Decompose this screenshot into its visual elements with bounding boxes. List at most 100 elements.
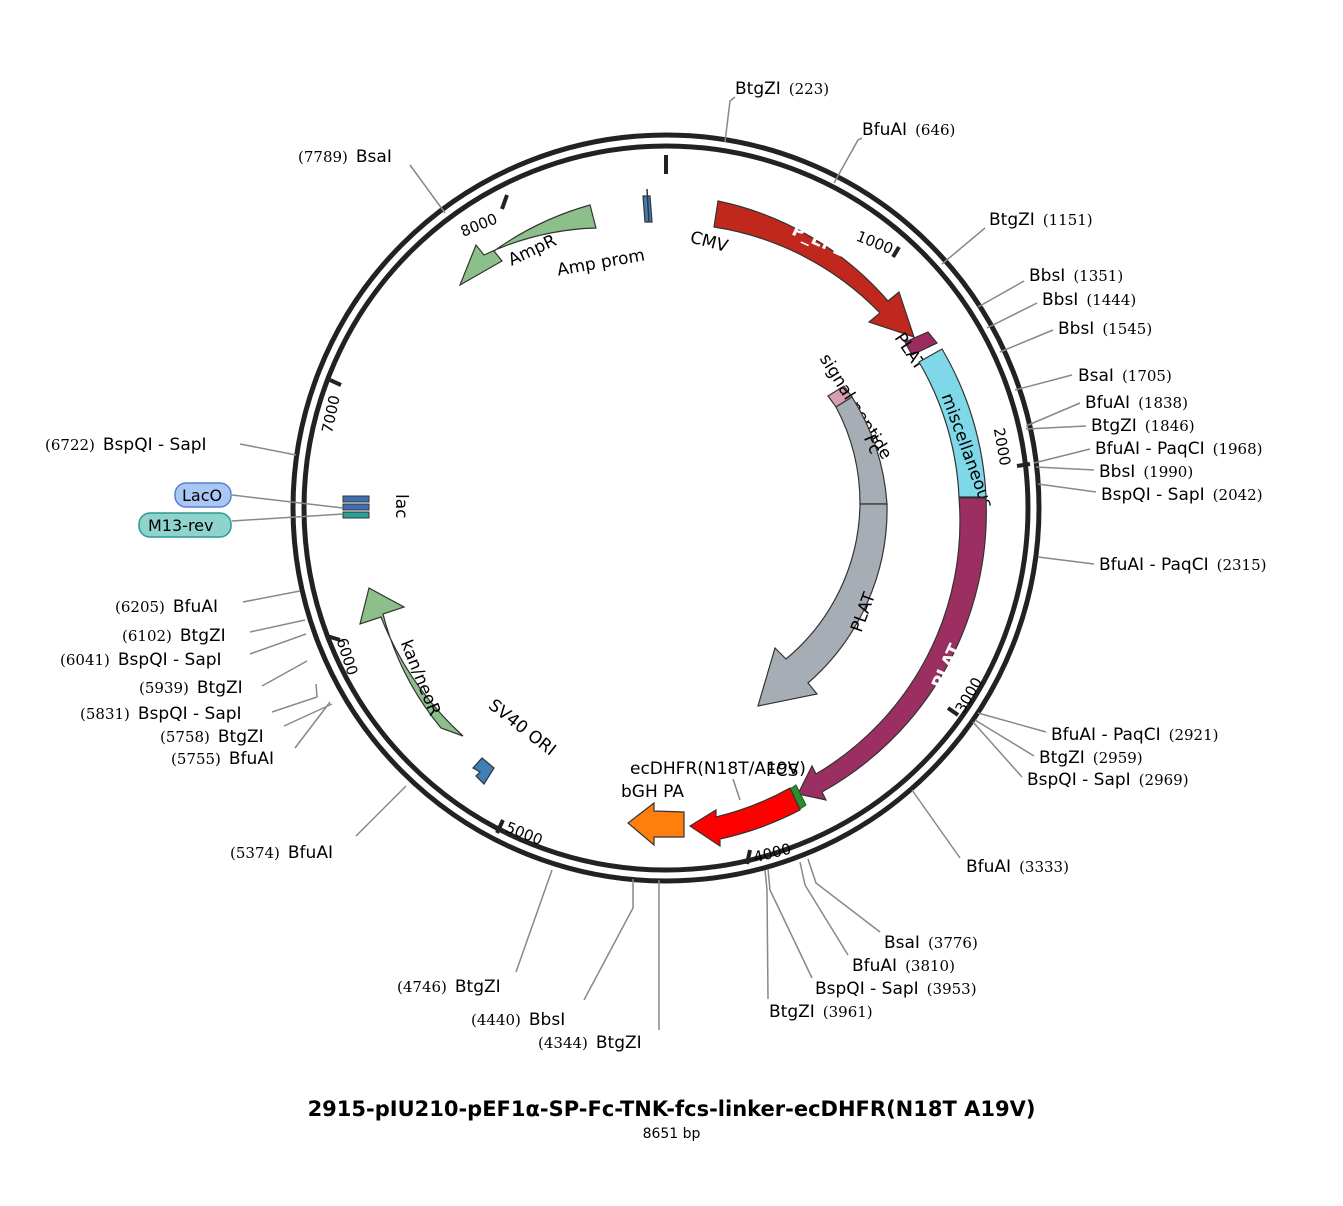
leader-bsai-3776	[807, 858, 881, 933]
leader-bspqi-sapi-6722	[239, 443, 297, 456]
site-btgzi-5939[interactable]: (5939)BtgZI	[139, 678, 243, 698]
tick-label-2000: 2000	[990, 426, 1014, 467]
feature-bgh-pa[interactable]	[627, 801, 685, 847]
feature-label-sv40: SV40 ORI	[484, 695, 559, 760]
site-bspqi-sapi-6722[interactable]: (6722)BspQI - SapI	[45, 435, 207, 455]
site-bspqi-sapi-2042[interactable]: BspQI - SapI(2042)	[1101, 485, 1263, 505]
feature-ampr[interactable]	[458, 204, 597, 287]
pill-laco[interactable]: LacO	[174, 482, 232, 508]
tick-7000	[329, 378, 342, 387]
site-bfuai-5374[interactable]: (5374)BfuAI	[230, 843, 333, 863]
feature-label-fcs: FCS	[766, 761, 798, 781]
site-btgzi-3961[interactable]: BtgZI(3961)	[769, 1002, 873, 1022]
backbone-outer-ring	[290, 132, 1042, 884]
site-bfuai-paqci-2921[interactable]: BfuAI - PaqCI(2921)	[1051, 725, 1218, 745]
site-btgzi-223[interactable]: BtgZI(223)	[735, 79, 829, 99]
feature-ecdhfr[interactable]	[688, 787, 801, 848]
site-bsai-3776[interactable]: BsaI(3776)	[884, 933, 978, 953]
site-bbsi-1351[interactable]: BbsI(1351)	[1029, 266, 1123, 286]
site-bfuai-paqci-1968[interactable]: BfuAI - PaqCI(1968)	[1095, 439, 1262, 459]
site-btgzi-1151[interactable]: BtgZI(1151)	[989, 210, 1093, 230]
site-bspqi-sapi-6041[interactable]: (6041)BspQI - SapI	[60, 650, 222, 670]
lac-bar-1	[342, 495, 370, 503]
leader-bbsi-4440	[583, 879, 634, 1001]
feature-sv40-ori[interactable]	[472, 757, 495, 785]
site-bfuai-5755[interactable]: (5755)BfuAI	[171, 749, 274, 769]
site-bfuai-3810[interactable]: BfuAI(3810)	[852, 956, 955, 976]
site-bsai-7789[interactable]: (7789)BsaI	[298, 147, 392, 167]
leader-bfuai-paqci-1968	[1033, 448, 1091, 464]
site-bfuai-3333[interactable]: BfuAI(3333)	[966, 857, 1069, 877]
leader-btgzi-6102	[249, 619, 306, 633]
leader-bspqi-sapi-3953	[767, 868, 813, 979]
leader-btgzi-4746	[515, 869, 553, 973]
feature-label-kanneo: kan/neoR	[396, 637, 445, 719]
feature-label-cmv: CMV	[688, 228, 730, 257]
backbone-inner-ring	[301, 143, 1031, 873]
m13rev-pill-label: M13-rev	[148, 516, 213, 535]
site-btgzi-4344[interactable]: (4344)BtgZI	[538, 1033, 642, 1053]
leader-bspqi-sapi-2969	[972, 721, 1023, 778]
leader-bfuai-5755	[294, 701, 331, 749]
site-bfuai-paqci-2315[interactable]: BfuAI - PaqCI(2315)	[1099, 555, 1266, 575]
plasmid-title: 2915-pIU210-pEF1α-SP-Fc-TNK-fcs-linker-e…	[307, 1097, 1036, 1121]
feature-label-bgh: bGH PA	[621, 782, 684, 802]
leader-bbsi-1351	[977, 280, 1025, 308]
site-bbsi-1444[interactable]: BbsI(1444)	[1042, 290, 1136, 310]
site-bfuai-646[interactable]: BfuAI(646)	[862, 120, 955, 140]
leader-bspqi-sapi-5831	[271, 683, 318, 713]
backbone	[290, 132, 1042, 884]
pill-m13-rev[interactable]: M13-rev	[138, 512, 232, 538]
tick-label-8000: 8000	[458, 210, 500, 241]
tick-6000	[326, 634, 341, 642]
site-bfuai-6205[interactable]: (6205)BfuAI	[115, 597, 218, 617]
leader-bbsi-1545	[999, 329, 1054, 353]
leader-bfuai-3810	[799, 861, 849, 956]
feature-lac[interactable]	[342, 495, 370, 519]
site-leaders	[239, 96, 1097, 1030]
site-bspqi-sapi-2969[interactable]: BspQI - SapI(2969)	[1027, 770, 1189, 790]
leader-btgzi-3961	[764, 869, 769, 1000]
tick-label-1000: 1000	[854, 227, 896, 258]
site-bbsi-1545[interactable]: BbsI(1545)	[1058, 319, 1152, 339]
leader-bfuai-paqci-2921	[977, 712, 1047, 733]
ecdhfr-leader	[732, 778, 741, 801]
leader-btgzi-5939	[261, 660, 308, 687]
plasmid-length: 8651 bp	[642, 1126, 701, 1142]
laco-pill-shape	[174, 482, 232, 508]
laco-leader	[231, 494, 344, 509]
site-bspqi-sapi-5831[interactable]: (5831)BspQI - SapI	[80, 704, 242, 724]
laco-pill-label: LacO	[182, 486, 222, 505]
site-btgzi-4746[interactable]: (4746)BtgZI	[397, 977, 501, 997]
leader-bfuai-6205	[242, 590, 301, 603]
feature-label-ecdhfr: ecDHFR(N18T/A19V)	[630, 759, 806, 779]
site-bfuai-1838[interactable]: BfuAI(1838)	[1085, 393, 1188, 413]
leader-bfuai-3333	[911, 789, 961, 859]
site-bsai-1705[interactable]: BsaI(1705)	[1078, 366, 1172, 386]
leader-btgzi-1846	[1025, 425, 1087, 430]
feature-plat-small[interactable]	[904, 331, 938, 356]
leader-btgzi-2959	[974, 719, 1035, 757]
feature-kan-neor[interactable]	[359, 587, 464, 737]
site-bspqi-sapi-3953[interactable]: BspQI - SapI(3953)	[815, 979, 977, 999]
site-btgzi-2959[interactable]: BtgZI(2959)	[1039, 748, 1143, 768]
site-bbsi-1990[interactable]: BbsI(1990)	[1099, 462, 1193, 482]
feature-p-ef1a[interactable]	[713, 200, 915, 338]
leader-bspqi-sapi-6041	[249, 633, 307, 655]
leader-bsai-7789	[409, 164, 446, 214]
m13rev-pill-shape	[138, 512, 232, 538]
leader-bfuai-646	[833, 137, 863, 184]
amp-prom-line	[646, 188, 650, 223]
tick-1000	[891, 245, 901, 259]
site-btgzi-5758[interactable]: (5758)BtgZI	[160, 727, 264, 747]
site-labels: BtgZI(223) BfuAI(646) BtgZI(1151) BbsI(1…	[45, 79, 1266, 1053]
site-bbsi-4440[interactable]: (4440)BbsI	[471, 1010, 565, 1030]
leader-bsai-1705	[1014, 374, 1073, 391]
feature-miscellaneous[interactable]	[918, 348, 987, 498]
site-btgzi-6102[interactable]: (6102)BtgZI	[122, 626, 226, 646]
tick-5000	[495, 819, 505, 834]
site-btgzi-1846[interactable]: BtgZI(1846)	[1091, 416, 1195, 436]
lac-bar-2	[342, 503, 370, 511]
feature-plat-inner[interactable]	[757, 503, 888, 707]
